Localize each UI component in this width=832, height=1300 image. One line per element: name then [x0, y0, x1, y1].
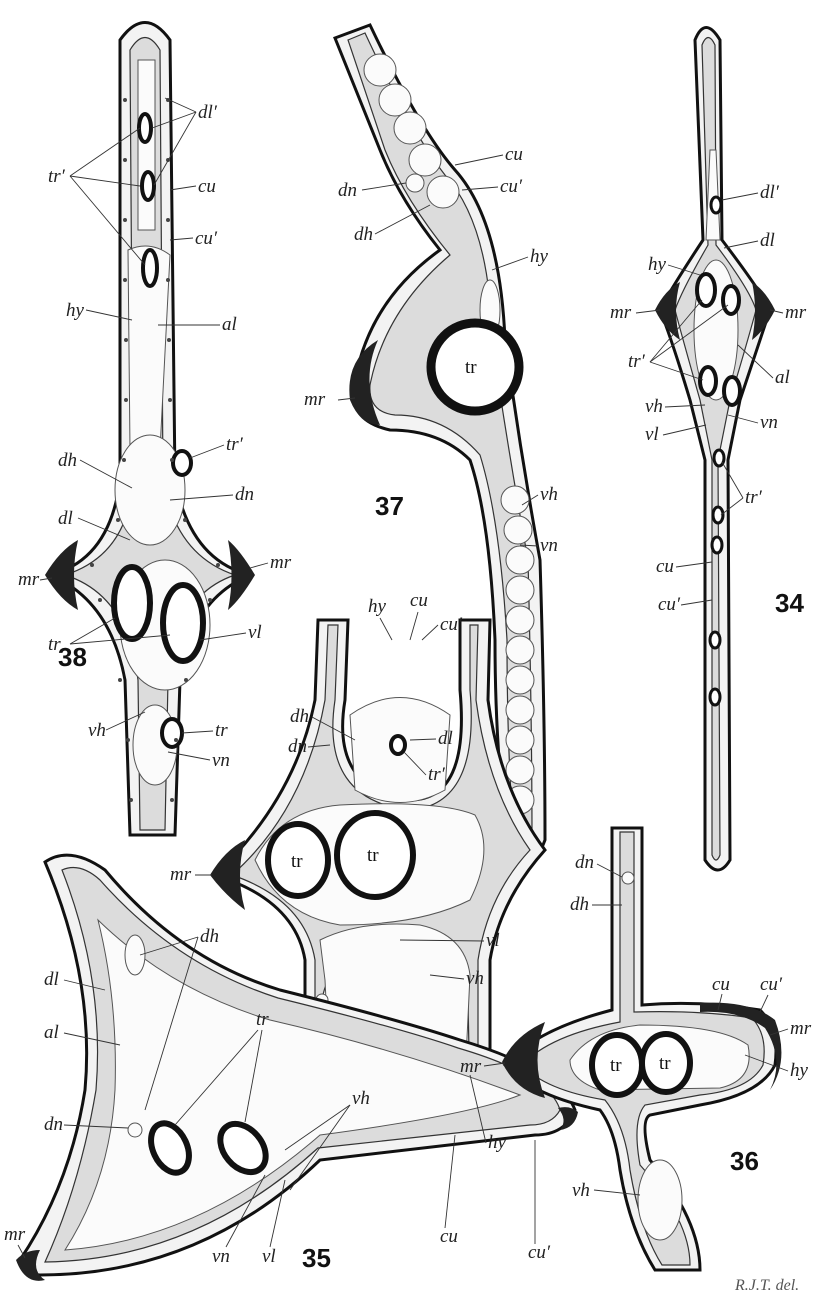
fig35-label-vn: vn [212, 1246, 230, 1267]
fig39-label-hy: hy [368, 596, 387, 617]
fig39-label-vl: vl [486, 930, 500, 951]
fig38-label-al: al [222, 314, 237, 335]
fig37-label-cu: cu [505, 144, 523, 165]
fig39-label-tr-prime: tr′ [428, 764, 446, 785]
fig37-label-vn: vn [540, 535, 558, 556]
fig35-number: 35 [302, 1243, 331, 1273]
fig37-label-dn: dn [338, 180, 357, 201]
fig36-label-vh: vh [572, 1180, 590, 1201]
fig39-label-vh: vh [466, 968, 484, 989]
artist-signature: R.J.T. del. [734, 1277, 799, 1294]
figure-34: 34 dl′ dl hy mr mr tr′ al vh vn vl tr′ c… [610, 28, 807, 871]
fig37-label-mr: mr [304, 389, 326, 410]
fig39-label-mr: mr [170, 864, 192, 885]
fig35-label-cu: cu [440, 1226, 458, 1247]
fig34-label-mr-left: mr [610, 302, 632, 323]
fig38-label-vn: vn [212, 750, 230, 771]
fig36-label-dh: dh [570, 894, 589, 915]
fig37-label-vh: vh [540, 484, 558, 505]
fig38-label-vh: vh [88, 720, 106, 741]
fig34-label-dl-prime: dl′ [760, 182, 780, 203]
fig34-number: 34 [775, 588, 804, 618]
fig36-label-hy: hy [790, 1060, 809, 1081]
fig35-label-mr: mr [4, 1224, 26, 1245]
fig35-label-al: al [44, 1022, 59, 1043]
fig35-label-hy: hy [488, 1132, 507, 1153]
fig38-label-mr-left: mr [18, 569, 40, 590]
fig38-label-tr: tr [48, 634, 61, 655]
fig38-label-tr-prime-upper: tr′ [48, 166, 66, 187]
fig34-label-tr-prime-lower: tr′ [745, 487, 763, 508]
fig38-label-mr-right: mr [270, 552, 292, 573]
fig35-label-vl: vl [262, 1246, 276, 1267]
fig34-label-cu: cu [656, 556, 674, 577]
fig36-label-mr-right: mr [790, 1018, 812, 1039]
fig38-label-dn: dn [235, 484, 254, 505]
fig34-label-mr-right: mr [785, 302, 807, 323]
fig39-trachea-label-right: tr [367, 845, 379, 866]
figure-38: 38 dl′ tr′ cu cu′ hy al tr′ dh dn dl mr … [18, 23, 292, 836]
fig38-label-dh: dh [58, 450, 77, 471]
fig38-label-tr-prime-mid: tr′ [226, 434, 244, 455]
fig39-label-dl: dl [438, 728, 453, 749]
fig36-label-mr-left: mr [460, 1056, 482, 1077]
fig37-trachea-label: tr [465, 357, 477, 378]
fig39-label-cu: cu [410, 590, 428, 611]
fig39-label-dn: dn [288, 736, 307, 757]
fig34-label-al: al [775, 367, 790, 388]
fig35-label-dl: dl [44, 969, 59, 990]
fig36-trachea-label-left: tr [610, 1055, 622, 1076]
fig34-label-hy: hy [648, 254, 667, 275]
fig36-trachea-label-right: tr [659, 1053, 671, 1074]
fig37-number: 37 [375, 491, 404, 521]
fig36-label-cu: cu [712, 974, 730, 995]
fig35-label-dn: dn [44, 1114, 63, 1135]
fig39-label-dh: dh [290, 706, 309, 727]
fig38-label-vl: vl [248, 622, 262, 643]
fig36-label-cu-prime: cu′ [760, 974, 783, 995]
fig36-label-dn: dn [575, 852, 594, 873]
fig35-label-cu-prime: cu′ [528, 1242, 551, 1263]
fig38-number: 38 [58, 642, 87, 672]
fig35-label-tr: tr [256, 1009, 269, 1030]
fig34-label-vn: vn [760, 412, 778, 433]
fig34-label-vh: vh [645, 396, 663, 417]
fig37-label-dh: dh [354, 224, 373, 245]
fig37-label-hy: hy [530, 246, 549, 267]
fig34-label-cu-prime: cu′ [658, 594, 681, 615]
fig38-label-tr-lower: tr [215, 720, 228, 741]
fig38-label-cu-prime: cu′ [195, 228, 218, 249]
fig39-trachea-label-left: tr [291, 851, 303, 872]
fig38-label-hy: hy [66, 300, 85, 321]
fig35-label-dh: dh [200, 926, 219, 947]
fig39-label-cu-prime: cu′ [440, 614, 463, 635]
fig34-label-tr-prime: tr′ [628, 351, 646, 372]
fig38-label-dl-prime: dl′ [198, 102, 218, 123]
fig35-label-vh: vh [352, 1088, 370, 1109]
fig37-label-cu-prime: cu′ [500, 176, 523, 197]
fig34-label-dl: dl [760, 230, 775, 251]
fig38-label-cu: cu [198, 176, 216, 197]
fig36-number: 36 [730, 1146, 759, 1176]
fig38-label-dl: dl [58, 508, 73, 529]
fig34-label-vl: vl [645, 424, 659, 445]
